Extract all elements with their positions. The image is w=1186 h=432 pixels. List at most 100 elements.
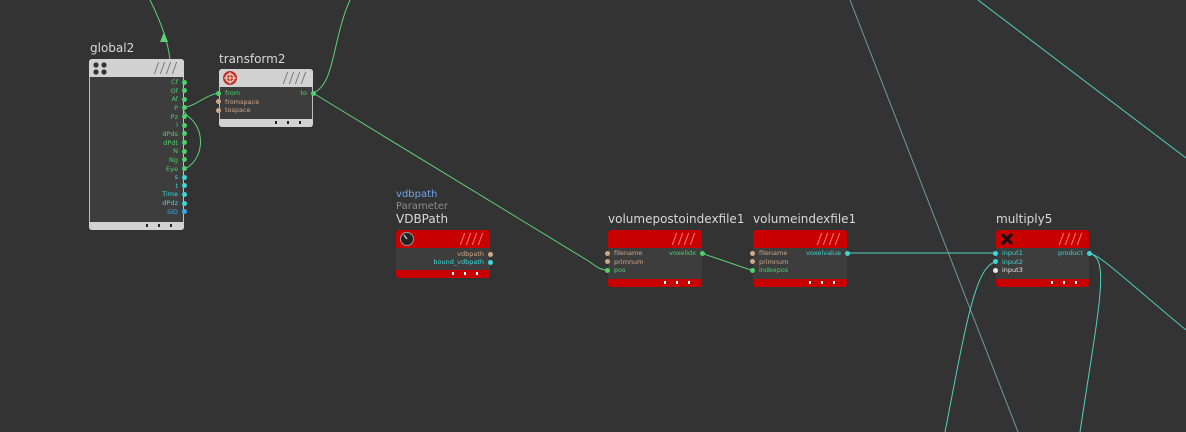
node-header[interactable]: [89, 59, 184, 77]
port-dot-icon[interactable]: [605, 267, 610, 273]
node-header[interactable]: [219, 69, 313, 87]
wire-bg-diag-1: [849, 0, 1019, 432]
port-label: filename: [759, 249, 788, 257]
node-header[interactable]: [396, 230, 490, 248]
node-flags-icon[interactable]: [1058, 233, 1085, 245]
port-label: dPds: [162, 129, 178, 138]
port-label: t: [175, 181, 178, 190]
port-label: dPdt: [163, 138, 178, 147]
node-flags-icon[interactable]: [153, 62, 180, 74]
port-dot-icon[interactable]: [216, 99, 221, 104]
port-label: Pz: [170, 112, 178, 121]
port-label: pos: [614, 266, 626, 274]
port-dot-icon[interactable]: [182, 174, 187, 180]
port-label: primnum: [759, 257, 789, 266]
wire-global-p-to-transform: [182, 92, 220, 109]
node-transform2[interactable]: [219, 69, 313, 127]
node-vdbpath[interactable]: [396, 230, 490, 278]
wire-global-top: [149, 0, 171, 61]
port-dot-icon[interactable]: [182, 105, 187, 111]
wire-transform-top: [312, 0, 351, 94]
port-dot-icon[interactable]: [311, 90, 316, 96]
port-dot-icon[interactable]: [182, 166, 187, 171]
port-label: P: [174, 103, 178, 112]
wire-arrow-icon: [160, 32, 168, 42]
node-footer: [753, 279, 847, 287]
port-dot-icon[interactable]: [750, 259, 755, 264]
node-header[interactable]: [753, 230, 847, 248]
port-dot-icon[interactable]: [488, 251, 493, 257]
port-dot-icon[interactable]: [750, 250, 755, 256]
port-dot-icon[interactable]: [182, 96, 187, 102]
node-flags-icon[interactable]: [671, 233, 698, 245]
node-title-transform2: transform2: [219, 52, 286, 66]
port-label: Af: [171, 95, 178, 104]
port-dot-icon[interactable]: [993, 267, 998, 273]
node-footer: [608, 279, 702, 287]
port-label: fromspace: [225, 97, 260, 106]
node-footer: [396, 270, 490, 278]
port-dot-icon[interactable]: [750, 267, 755, 273]
port-label: product: [1057, 249, 1083, 257]
port-dot-icon[interactable]: [605, 259, 610, 264]
port-label: input3: [1002, 266, 1023, 274]
port-dot-icon[interactable]: [488, 259, 493, 265]
node-name-vdbpath: vdbpath: [396, 189, 438, 200]
port-dot-icon[interactable]: [216, 90, 221, 96]
knob-icon: [400, 232, 414, 246]
port-dot-icon[interactable]: [993, 259, 998, 264]
node-title-volumepostoindexfile1: volumepostoindexfile1: [608, 212, 745, 226]
port-label: to: [300, 89, 307, 97]
port-dot-icon[interactable]: [182, 148, 187, 154]
port-label: voxelvalue: [806, 249, 841, 257]
node-title-multiply5: multiply5: [996, 212, 1053, 226]
wire-product-down: [1079, 252, 1102, 432]
transform-icon: [223, 71, 237, 85]
port-dot-icon[interactable]: [182, 114, 187, 120]
port-dot-icon[interactable]: [845, 250, 850, 256]
wire-bg-diag-2: [977, 0, 1186, 159]
node-volumeindexfile1[interactable]: [753, 230, 847, 287]
port-label: indexpos: [759, 266, 789, 274]
port-label: primnum: [614, 257, 644, 266]
node-multiply5[interactable]: [996, 230, 1089, 287]
port-label: bound_vdbpath: [433, 258, 484, 266]
node-flags-icon[interactable]: [816, 233, 843, 245]
port-dot-icon[interactable]: [182, 200, 187, 206]
port-dot-icon[interactable]: [182, 183, 187, 189]
port-label: Time: [162, 190, 178, 199]
port-dot-icon[interactable]: [700, 250, 705, 256]
port-label: I: [176, 121, 178, 130]
multiply-icon: [1000, 232, 1014, 246]
port-dot-icon[interactable]: [605, 250, 610, 256]
port-dot-icon[interactable]: [1087, 250, 1092, 256]
port-dot-icon[interactable]: [182, 140, 187, 146]
node-volumepostoindexfile1[interactable]: [608, 230, 702, 287]
port-label: Of: [170, 86, 178, 95]
node-footer: [996, 279, 1089, 287]
node-header[interactable]: [996, 230, 1089, 248]
port-dot-icon[interactable]: [182, 88, 187, 94]
node-flags-icon[interactable]: [459, 233, 486, 245]
port-dot-icon[interactable]: [182, 157, 187, 163]
node-global2[interactable]: [89, 59, 184, 230]
port-dot-icon[interactable]: [182, 191, 187, 197]
node-flags-icon[interactable]: [282, 72, 309, 84]
port-label: dPdz: [162, 199, 178, 208]
port-label: input1: [1002, 249, 1023, 257]
port-dot-icon[interactable]: [182, 79, 187, 85]
port-dot-icon[interactable]: [182, 209, 187, 215]
port-dot-icon[interactable]: [993, 250, 998, 256]
node-header[interactable]: [608, 230, 702, 248]
wire-voxelidx-to-indexpos: [700, 252, 754, 271]
port-label: Cf: [171, 78, 178, 86]
port-dot-icon[interactable]: [182, 122, 187, 128]
port-dot-icon[interactable]: [216, 107, 221, 113]
port-label: vdbpath: [457, 250, 484, 258]
port-label: s: [174, 173, 178, 182]
port-label: SID: [166, 207, 178, 216]
port-dot-icon[interactable]: [182, 131, 187, 137]
port-label: tospace: [225, 106, 251, 114]
node-footer: [89, 222, 184, 230]
